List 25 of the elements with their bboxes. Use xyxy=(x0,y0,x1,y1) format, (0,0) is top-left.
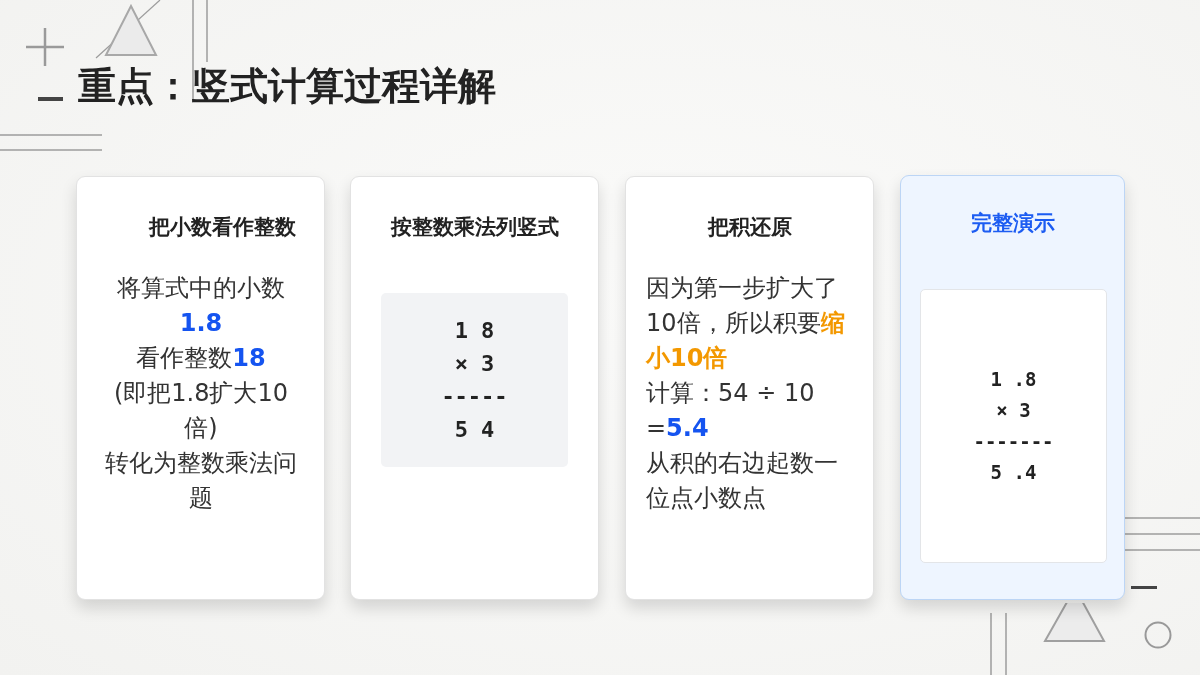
card-text: (即把1.8扩大10倍) xyxy=(112,378,290,444)
calculation-box xyxy=(920,289,1107,563)
calculation-line: × 3 xyxy=(996,398,1031,423)
step-card xyxy=(625,176,874,600)
calculation-line: × 3 xyxy=(454,350,495,378)
calculation-line: 1 .8 xyxy=(990,367,1037,392)
calculation-line: 5 4 xyxy=(454,416,495,444)
card-text: 因为第一步扩大了10倍，所以积要缩小10倍 xyxy=(646,273,846,374)
calculation-line: ------- xyxy=(973,429,1054,454)
card-text: 转化为整数乘法问题 xyxy=(104,448,298,514)
calculation-line: ----- xyxy=(441,383,508,411)
page-title: 重点：竖式计算过程详解 xyxy=(78,64,496,109)
card-heading: 完整演示 xyxy=(970,210,1055,237)
card-heading: 按整数乘法列竖式 xyxy=(390,214,559,241)
card-text: 计算：54 ÷ 10 =5.4 xyxy=(646,378,816,444)
step-card xyxy=(900,175,1125,600)
step-card xyxy=(350,176,599,600)
card-text: 从积的右边起数一位点小数点 xyxy=(646,448,839,514)
card-heading: 把小数看作整数 xyxy=(149,214,296,241)
card-text: 将算式中的小数1.8 xyxy=(116,273,286,339)
calculation-line: 1 8 xyxy=(454,317,495,345)
step-card xyxy=(76,176,325,600)
card-heading: 把积还原 xyxy=(707,214,792,241)
calculation-line: 5 .4 xyxy=(990,460,1037,485)
card-text: 看作整数18 xyxy=(136,343,266,374)
